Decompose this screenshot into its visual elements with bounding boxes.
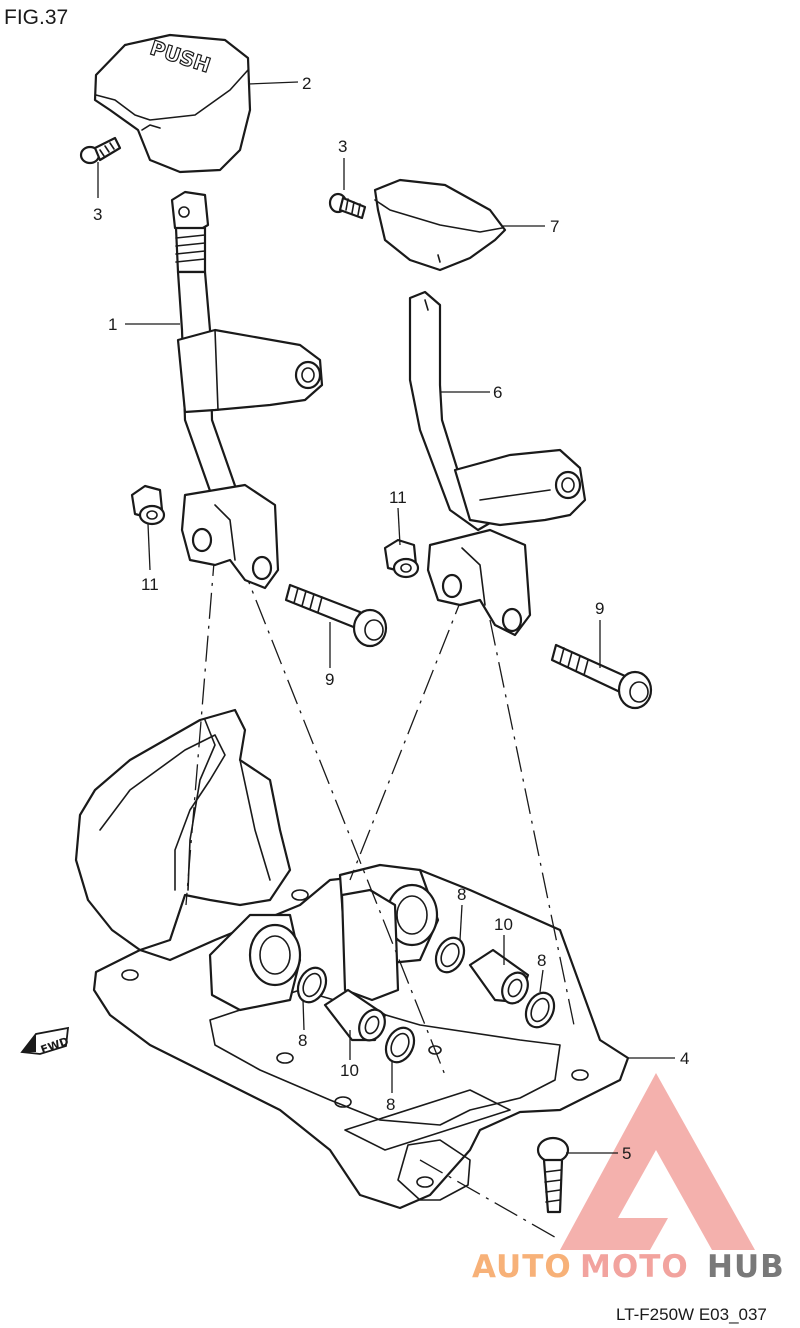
callout-8-c: 8 bbox=[457, 885, 466, 904]
part-3-screw-left bbox=[79, 136, 122, 165]
part-9-bolt-right bbox=[550, 643, 653, 710]
watermark-text-auto: AUTO bbox=[472, 1249, 572, 1285]
part-10-bushing-a bbox=[323, 988, 387, 1042]
callout-9-left: 9 bbox=[325, 670, 334, 689]
part-10-bushing-b bbox=[468, 948, 530, 1005]
callout-8-b: 8 bbox=[386, 1095, 395, 1114]
callout-7: 7 bbox=[550, 217, 559, 236]
assembly-centerlines bbox=[185, 549, 576, 1241]
watermark: AUTO MOTO HUB bbox=[472, 1073, 785, 1285]
part-11-nut-left bbox=[130, 484, 166, 526]
part-3-screw-right bbox=[328, 192, 367, 220]
callout-8-d: 8 bbox=[537, 951, 546, 970]
watermark-text-hub: HUB bbox=[707, 1249, 785, 1285]
callout-1: 1 bbox=[108, 315, 117, 334]
callout-6: 6 bbox=[493, 383, 502, 402]
part-5-bolt bbox=[536, 1136, 570, 1214]
callout-lines bbox=[97, 81, 675, 1154]
part-1-shift-lever bbox=[170, 190, 324, 590]
watermark-text-moto: MOTO bbox=[580, 1249, 689, 1285]
part-11-nut-right bbox=[383, 538, 420, 579]
callout-5: 5 bbox=[622, 1144, 631, 1163]
part-8-washer-c bbox=[434, 936, 466, 974]
callout-10-a: 10 bbox=[340, 1061, 359, 1080]
figure-title: FIG.37 bbox=[4, 6, 68, 29]
watermark-triangle-logo bbox=[560, 1073, 755, 1250]
callout-3-left: 3 bbox=[93, 205, 102, 224]
part-6-sub-lever bbox=[408, 290, 587, 637]
callout-8-a: 8 bbox=[298, 1031, 307, 1050]
figure-code: LT-F250W E03_037 bbox=[616, 1305, 767, 1324]
part-8-washer-d bbox=[524, 991, 556, 1029]
callout-9-right: 9 bbox=[595, 599, 604, 618]
part-8-washer-a bbox=[296, 966, 328, 1004]
part-2-shift-knob: PUSH bbox=[93, 33, 252, 174]
callout-4: 4 bbox=[680, 1049, 689, 1068]
callout-3-right: 3 bbox=[338, 137, 347, 156]
callout-2: 2 bbox=[302, 74, 311, 93]
part-9-bolt-left bbox=[284, 583, 388, 648]
callout-11-left: 11 bbox=[141, 575, 159, 594]
part-7-lever-knob bbox=[373, 178, 507, 272]
callout-11-right: 11 bbox=[389, 488, 407, 507]
fwd-arrow-icon: FWD bbox=[20, 1026, 71, 1057]
callout-10-b: 10 bbox=[494, 915, 513, 934]
callout-labels: 2 3 3 7 1 6 11 11 9 9 8 10 8 8 10 8 4 5 bbox=[93, 74, 689, 1163]
